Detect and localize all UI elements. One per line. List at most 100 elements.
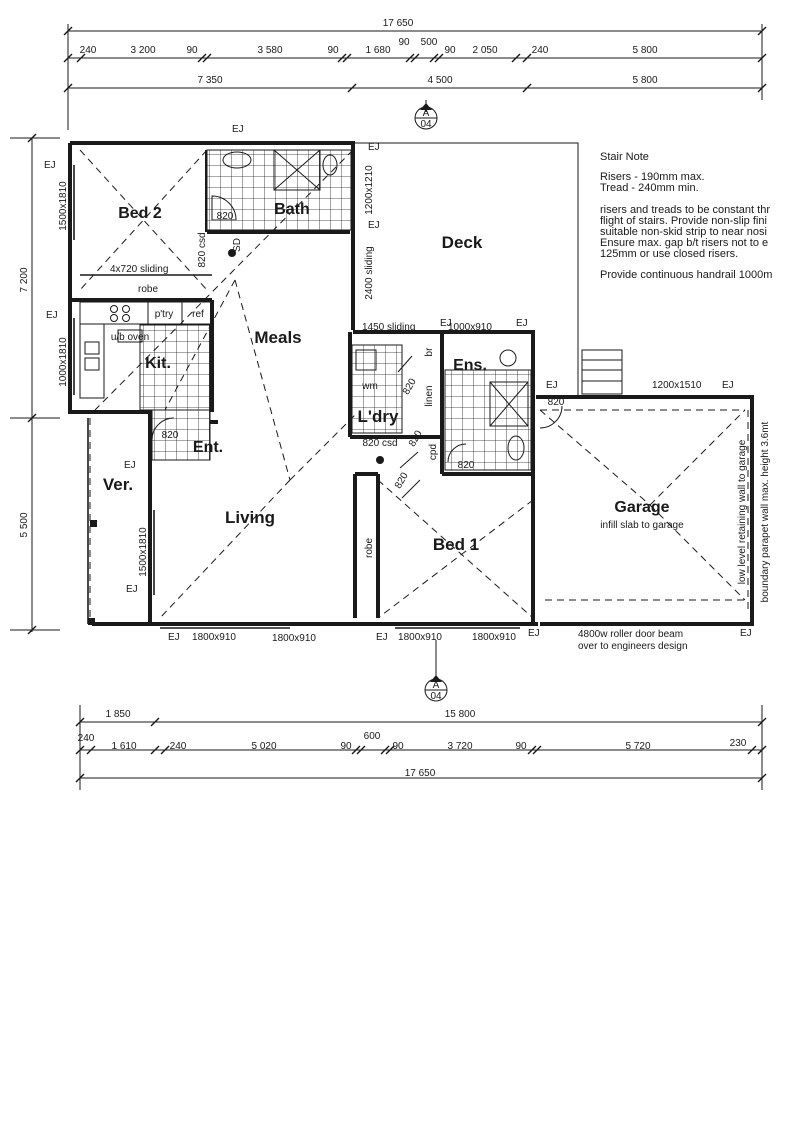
ej-10: EJ — [124, 460, 136, 471]
annotations: EJ EJ EJ EJ EJ EJ EJ EJ EJ EJ EJ EJ EJ E… — [44, 124, 771, 652]
ej-13: EJ — [376, 632, 388, 643]
stair-note-line-5: suitable non-skid strip to near nosi — [600, 226, 767, 238]
door-ent: 820 — [162, 430, 179, 441]
retaining: low level retaining wall to garage — [737, 439, 748, 584]
cpd: cpd — [428, 444, 439, 460]
section-marker-top: A 04 — [414, 100, 438, 130]
ej-8: EJ — [546, 380, 558, 391]
windows — [73, 150, 720, 629]
dim-bot-r2-3: 5 020 — [251, 741, 276, 752]
robe-bed1: robe — [364, 538, 375, 558]
stair-note-line-9: Provide continuous handrail 1000m — [600, 269, 772, 281]
win-ver: 1500x1810 — [138, 527, 149, 577]
door-bath: 820 — [217, 211, 234, 222]
left-dimensions: 7 200 5 500 — [10, 133, 60, 635]
door-ens-c: 820 — [458, 460, 475, 471]
dim-left-lower: 5 500 — [19, 512, 30, 537]
top-dimensions: 17 650 240 3 200 90 3 580 90 1 680 90 50… — [63, 18, 767, 130]
linen: linen — [424, 385, 435, 406]
win-garage: 1200x1510 — [652, 380, 702, 391]
stair-note-line-4: flight of stairs. Provide non-slip fini — [600, 215, 767, 227]
tiled-areas — [139, 149, 532, 471]
door-ens-a: 820 — [401, 376, 419, 396]
dim-bot-overall: 17 650 — [405, 768, 436, 779]
room-kit: Kit. — [145, 355, 171, 372]
dim-top-r2-1: 4 500 — [427, 75, 452, 86]
stair-note-line-7: 125mm or use closed risers. — [600, 248, 738, 260]
win-bed2: 1500x1810 — [58, 181, 69, 231]
dim-bot-r2-4: 90 — [340, 741, 352, 752]
ej-15: EJ — [740, 628, 752, 639]
door-garage: 820 — [548, 397, 565, 408]
stair-note-title: Stair Note — [600, 151, 649, 163]
entry-tiles — [151, 409, 211, 461]
dim-bot-r2-1: 1 610 — [111, 741, 136, 752]
door-bed1: 820 — [393, 470, 411, 490]
dim-bot-r2-0: 240 — [78, 733, 95, 744]
roller-door-2: over to engineers design — [578, 641, 688, 652]
room-ldry: L'dry — [358, 407, 399, 426]
ej-12: EJ — [168, 632, 180, 643]
parapet: boundary parapet wall max. height 3.6mt — [760, 421, 771, 602]
dim-bot-r1-1: 15 800 — [445, 709, 476, 720]
win-ens: 1000x910 — [448, 322, 492, 333]
csd-ldry: 820 csd — [362, 438, 397, 449]
sliding-deck: 2400 sliding — [364, 246, 375, 299]
dim-bot-r2-9: 5 720 — [625, 741, 650, 752]
stair-note: Stair Note Risers - 190mm max. Tread - 2… — [600, 151, 772, 281]
room-labels: Bed 2 Bath Deck Meals Kit. Ens. L'dry En… — [103, 201, 670, 554]
section-marker-bottom: A 04 — [424, 640, 448, 702]
dim-bot-r2-8: 90 — [515, 741, 527, 752]
room-bed1: Bed 1 — [433, 535, 479, 554]
kitchen-tiles — [139, 324, 211, 411]
dim-bot-r2-2: 240 — [170, 741, 187, 752]
laundry-tiles — [351, 344, 403, 434]
kitchen-fixtures — [79, 301, 213, 399]
win-living-1: 1800x910 — [192, 632, 236, 643]
room-deck: Deck — [442, 233, 483, 252]
dim-left-upper: 7 200 — [19, 267, 30, 292]
room-meals: Meals — [254, 328, 301, 347]
win-kit: 1000x1810 — [58, 337, 69, 387]
dim-bot-r2-5: 600 — [364, 731, 381, 742]
csd-bed2: 820 csd — [197, 232, 208, 267]
bottom-dimensions: 1 850 15 800 240 1 610 240 5 020 90 600 … — [75, 705, 767, 790]
infill: infill slab to garage — [600, 520, 684, 531]
win-bed1-2: 1800x910 — [472, 632, 516, 643]
wm: wm — [361, 381, 378, 392]
ej-5: EJ — [46, 310, 58, 321]
roller-door-1: 4800w roller door beam — [578, 629, 683, 640]
dim-bot-r2-10: 230 — [730, 738, 747, 749]
bath-tiles — [206, 149, 352, 231]
dim-top-r1-0: 240 — [80, 45, 97, 56]
dim-bot-r1-0: 1 850 — [105, 709, 130, 720]
sliding-robe: 4x720 sliding — [110, 264, 168, 275]
ej-4: EJ — [368, 220, 380, 231]
sliding-ldry: 1450 sliding — [362, 322, 415, 333]
dim-top-r2-0: 7 350 — [197, 75, 222, 86]
section-letter-top: A — [423, 108, 430, 119]
dim-top-r2-2: 5 800 — [632, 75, 657, 86]
dim-top-r1-2: 90 — [186, 45, 198, 56]
dim-top-r1-7: 500 — [421, 37, 438, 48]
dim-top-r1-1: 3 200 — [130, 45, 155, 56]
stair-note-line-1: Tread - 240mm min. — [600, 182, 699, 194]
section-sheet-top: 04 — [420, 119, 432, 130]
dim-top-r1-4: 90 — [327, 45, 339, 56]
room-ent: Ent. — [193, 439, 223, 456]
dim-top-r1-8: 90 — [444, 45, 456, 56]
ej-7: EJ — [516, 318, 528, 329]
dim-bot-r2-7: 3 720 — [447, 741, 472, 752]
ej-1: EJ — [232, 124, 244, 135]
sd-bed2: SD — [232, 238, 243, 252]
room-garage: Garage — [614, 499, 669, 516]
dim-top-r1-9: 2 050 — [472, 45, 497, 56]
room-ver: Ver. — [103, 475, 133, 494]
robe-bed2: robe — [138, 284, 158, 295]
dim-top-overall: 17 650 — [383, 18, 414, 29]
section-letter-bottom: A — [433, 680, 440, 691]
win-bed1-1: 1800x910 — [398, 632, 442, 643]
ej-11: EJ — [126, 584, 138, 595]
door-ens-b: 820 — [407, 428, 425, 448]
